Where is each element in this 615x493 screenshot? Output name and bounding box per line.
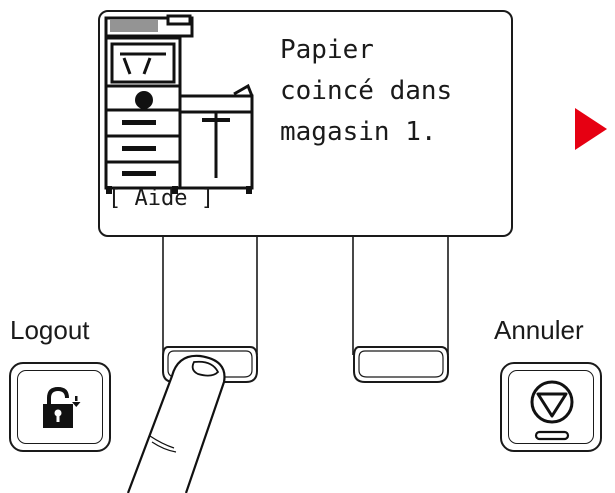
- cancel-button[interactable]: [500, 362, 602, 452]
- lcd-screen: [98, 10, 513, 237]
- printer-icon: [104, 14, 254, 194]
- red-arrow-icon: [575, 108, 607, 150]
- right-selection-key[interactable]: [351, 345, 451, 385]
- lock-open-icon: [43, 386, 81, 428]
- cancel-label: Annuler: [494, 315, 584, 345]
- lcd-error-message: Papier coincé dans magasin 1.: [280, 35, 453, 147]
- lcd-help-softkey-label: [ Aide ]: [108, 186, 214, 211]
- logout-button[interactable]: [9, 362, 111, 452]
- finger-icon: [126, 354, 226, 493]
- stop-icon: [530, 380, 574, 441]
- logout-label: Logout: [10, 315, 90, 345]
